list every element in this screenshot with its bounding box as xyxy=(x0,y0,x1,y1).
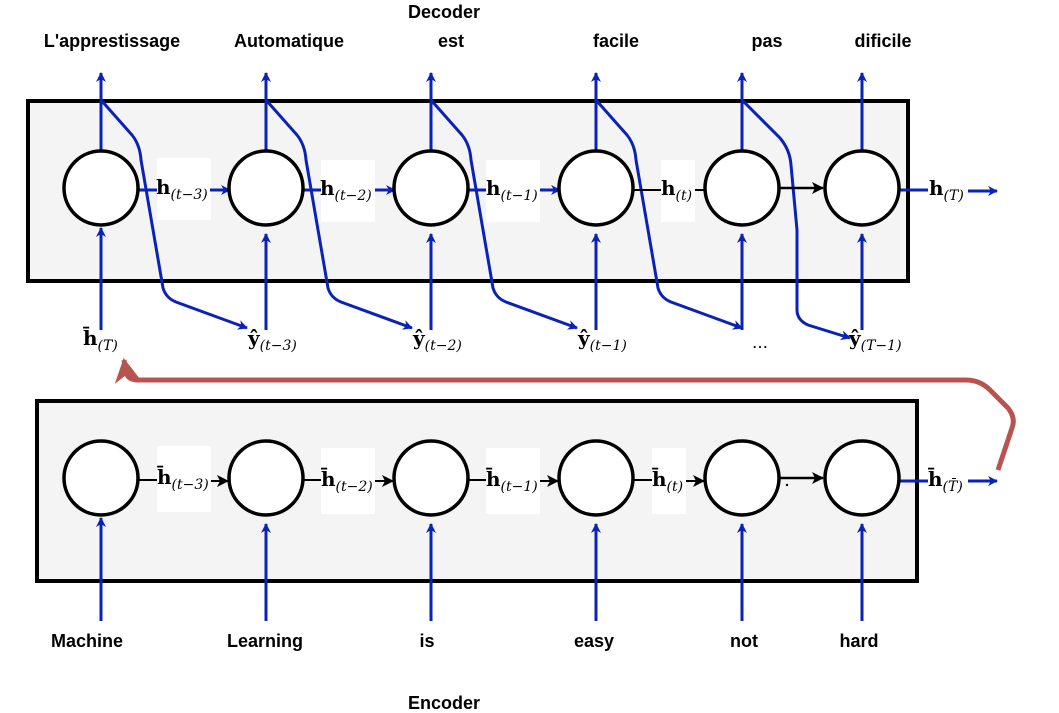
decoder-input-ellipsis: … xyxy=(752,333,768,352)
encoder-hidden-label: h̄(t−2) xyxy=(320,466,373,495)
decoder-feedback-arrows xyxy=(99,98,851,341)
decoder-input-label: h̄(T) xyxy=(82,325,118,354)
encoder-title: Encoder xyxy=(408,693,480,713)
decoder-output-word: dificile xyxy=(854,31,911,51)
decoder-cell xyxy=(227,149,305,227)
context-vector-arrow xyxy=(114,358,1016,471)
decoder-hidden-label: h(t−1) xyxy=(486,176,538,204)
decoder-cell xyxy=(823,149,901,227)
decoder-input-arrows xyxy=(96,227,867,330)
encoder-input-word: not xyxy=(730,631,758,651)
encoder-input-arrows xyxy=(96,517,867,621)
encoder-hidden-label: h̄(t−3) xyxy=(156,464,209,493)
decoder-hidden-arrows xyxy=(138,158,998,222)
decoder-cell xyxy=(703,149,781,227)
encoder-input-word: hard xyxy=(839,631,878,651)
encoder-cell xyxy=(823,439,901,517)
encoder-cell xyxy=(227,439,305,517)
encoder-hidden-label: h̄(t−1) xyxy=(485,466,538,495)
decoder-input-label: ŷ(t−2) xyxy=(412,326,462,354)
decoder-final-hidden-label: h(T) xyxy=(929,176,964,204)
decoder-input-label: ŷ(t−3) xyxy=(247,326,297,354)
encoder-cell xyxy=(62,439,140,517)
decoder-input-label: ŷ(T−1) xyxy=(848,326,902,354)
decoder-output-word: est xyxy=(438,31,464,51)
decoder-hidden-label: h(t−3) xyxy=(156,175,208,203)
decoder-output-word: pas xyxy=(751,31,782,51)
decoder-cells xyxy=(62,149,901,227)
encoder-input-word: is xyxy=(419,631,434,651)
encoder-input-word: Machine xyxy=(51,631,123,651)
encoder-final-hidden-label: h̄(T̄) xyxy=(927,466,963,495)
encoder-cells xyxy=(62,439,901,517)
decoder-input-label: ŷ(t−1) xyxy=(577,326,627,354)
decoder-title: Decoder xyxy=(408,2,480,22)
decoder-output-arrows xyxy=(96,72,867,151)
encoder-input-word: easy xyxy=(574,631,614,651)
decoder-output-word: Automatique xyxy=(234,31,344,51)
decoder-cell xyxy=(62,149,140,227)
decoder-output-word: facile xyxy=(593,31,639,51)
decoder-hidden-label: h(t) xyxy=(661,176,692,204)
encoder-cell xyxy=(703,439,781,517)
encoder-hidden-label: h̄(t) xyxy=(651,466,683,495)
encoder-hidden-arrows xyxy=(138,446,998,514)
decoder-hidden-label: h(t−2) xyxy=(320,176,372,204)
encoder-input-word: Learning xyxy=(227,631,303,651)
decoder-cell xyxy=(392,149,470,227)
decoder-cell xyxy=(557,149,635,227)
encoder-cell xyxy=(557,439,635,517)
decoder-output-word: L'apprestissage xyxy=(44,31,180,51)
encoder-cell xyxy=(392,439,470,517)
